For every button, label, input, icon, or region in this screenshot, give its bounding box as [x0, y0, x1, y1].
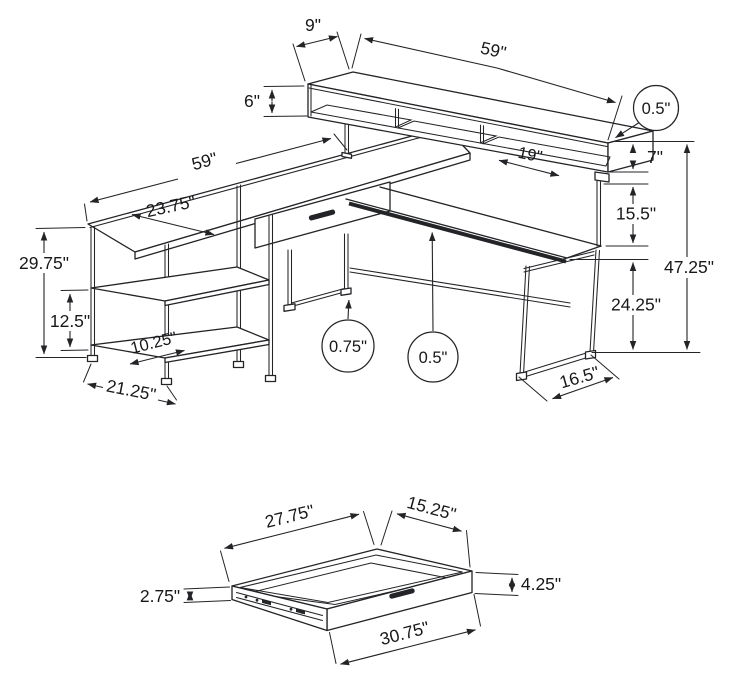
dim-hutch-gap: 15.5" — [603, 183, 656, 247]
dim-cubby-width: 19" — [498, 144, 560, 177]
foot — [594, 171, 610, 183]
dim-label-drawer-front-height: 4.25" — [521, 574, 561, 594]
drawer-body — [231, 548, 473, 632]
dim-total-height: 47.25" — [664, 144, 714, 350]
dim-shelf-spacing: 12.5" — [50, 289, 90, 351]
dim-label-shelf-spacing: 12.5" — [50, 311, 90, 331]
desk-drawing: 9" 59" 6" 19" 59" 23.75" — [19, 15, 714, 406]
foot — [340, 287, 352, 296]
callout-hutch-top-thickness: 0.5" — [615, 84, 680, 139]
foot — [264, 374, 277, 383]
foot — [232, 360, 245, 369]
drawer-handle — [308, 209, 336, 221]
foot — [515, 371, 528, 382]
drawer-pull — [389, 588, 415, 599]
dim-hutch-height: 6" — [244, 85, 308, 117]
callout-frame-thickness: 0.75" — [321, 299, 375, 373]
left-shelf-unit — [86, 184, 277, 386]
drawer-slide-rail — [235, 591, 324, 622]
dim-label-drawer-side-height: 2.75" — [140, 586, 180, 606]
dim-label-return-depth: 16.5" — [557, 362, 601, 392]
dim-label-hutch-right-height: 7" — [647, 147, 663, 167]
dim-label-hutch-length: 59" — [479, 38, 509, 63]
callout-panel-thickness: 0.5" — [407, 232, 459, 383]
foot — [86, 354, 99, 363]
dim-drawer-side-height: 2.75" — [140, 586, 231, 606]
dim-label-total-height: 47.25" — [664, 257, 714, 277]
right-end-frame — [515, 249, 601, 382]
dim-label-desk-length: 59" — [189, 148, 219, 174]
callout-label-panel-thickness: 0.5" — [419, 349, 448, 367]
dim-label-desk-height: 29.75" — [19, 253, 69, 273]
dim-return-height: 24.25" — [569, 259, 701, 353]
hutch-right-leg — [596, 180, 602, 248]
dim-label-cubby-width: 19" — [516, 144, 544, 167]
dim-label-drawer-outer-width: 30.75" — [378, 617, 431, 649]
dim-return-depth: 16.5" — [518, 354, 620, 402]
drawer-drawing: 27.75" 15.25" 2.75" 4.25" 30.75" — [140, 492, 561, 666]
return-desk — [345, 186, 602, 308]
dim-label-hutch-depth: 9" — [305, 15, 321, 35]
center-leg-frame — [283, 233, 352, 312]
dim-drawer-front-height: 4.25" — [474, 572, 561, 596]
callout-label-hutch-top-thickness: 0.5" — [642, 100, 671, 118]
dim-label-hutch-gap: 15.5" — [616, 204, 656, 224]
dim-label-hutch-height: 6" — [244, 91, 260, 111]
dim-hutch-depth: 9" — [292, 15, 350, 82]
dim-label-return-height: 24.25" — [611, 295, 661, 315]
foot — [160, 377, 173, 386]
dim-label-drawer-depth: 15.25" — [405, 492, 458, 524]
callout-label-frame-thickness: 0.75" — [329, 338, 367, 356]
foot — [283, 303, 296, 312]
dim-hutch-right-height: 7" — [609, 141, 695, 173]
dim-desk-height: 29.75" — [19, 227, 87, 358]
foot — [341, 151, 353, 159]
dim-label-shelf-unit-width: 21.25" — [105, 376, 158, 405]
